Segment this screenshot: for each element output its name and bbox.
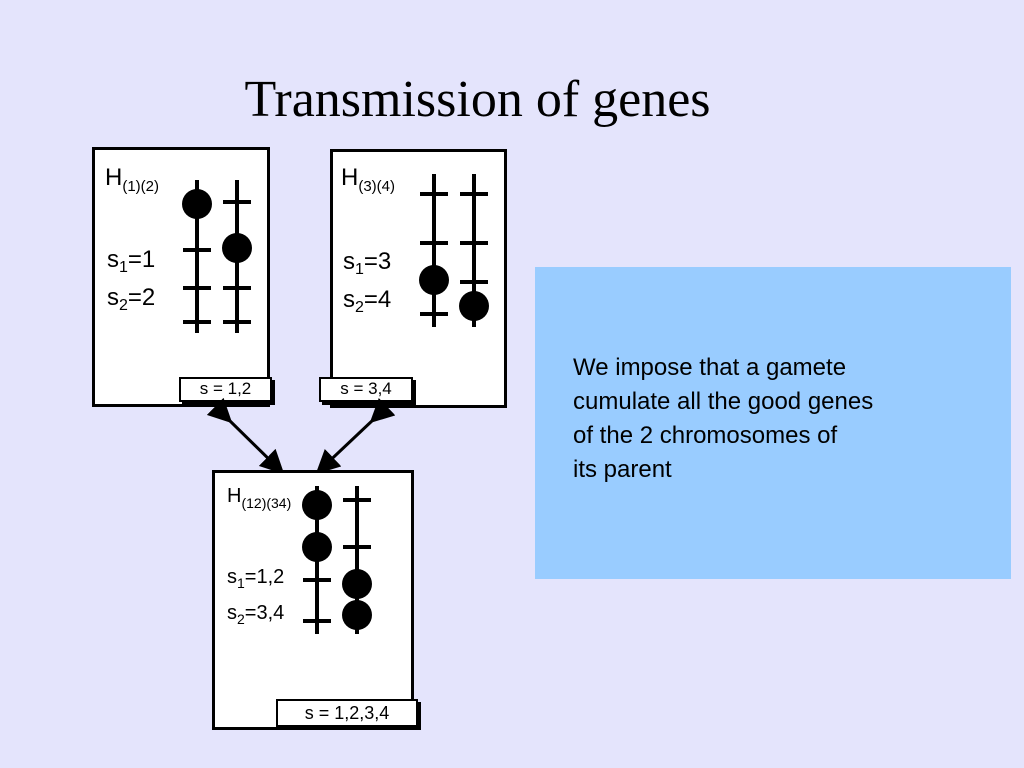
parent1-h: H <box>105 164 123 191</box>
info-line: of the 2 chromosomes of <box>573 422 838 449</box>
parent1-s2-value: =2 <box>127 284 156 311</box>
offspring-gene-dot <box>342 569 372 599</box>
parent1-s2-sub: 2 <box>119 297 128 314</box>
parent1-s1: s1=1 <box>107 248 155 276</box>
offspring-h: H <box>227 485 242 507</box>
parent1-chromosomes <box>182 180 252 333</box>
info-line: cumulate all the good genes <box>573 388 874 415</box>
offspring-s2-prefix: s <box>227 602 237 624</box>
slide-title: Transmission of genes <box>244 71 711 128</box>
parent2-s2: s2=4 <box>343 288 391 316</box>
offspring-s1: s1=1,2 <box>227 567 284 590</box>
parent1-s1-prefix: s <box>107 246 119 273</box>
info-box: We impose that a gamete cumulate all the… <box>535 267 1011 579</box>
parent2-chromosomes <box>419 174 489 327</box>
parent1-s1-sub: 1 <box>119 259 128 276</box>
offspring-chromosomes <box>302 486 372 634</box>
parent2-genotype: H(3)(4) <box>341 164 395 195</box>
arrow-parent2-offspring <box>315 397 396 475</box>
parent2-s1: s1=3 <box>343 250 391 278</box>
parent2-s1-sub: 1 <box>355 261 364 278</box>
parent2-gene-dot <box>419 265 449 295</box>
offspring-label: s = 1,2,3,4 <box>276 699 418 727</box>
arrow-parent1-offspring <box>206 397 285 475</box>
offspring-s1-sub: 1 <box>237 575 245 591</box>
parent1-s2: s2=2 <box>107 286 155 314</box>
parent1-box: H(1)(2) s1=1 s2=2 <box>92 147 270 407</box>
offspring-gene-dot <box>302 490 332 520</box>
offspring-gene-dot <box>342 600 372 630</box>
parent1-s2-prefix: s <box>107 284 119 311</box>
info-text: We impose that a gamete cumulate all the… <box>573 351 993 487</box>
parent2-s2-value: =4 <box>363 286 392 313</box>
info-line: We impose that a gamete <box>573 354 847 381</box>
parent2-s1-prefix: s <box>343 248 355 275</box>
offspring-h-sub: (12)(34) <box>241 495 292 511</box>
parent1-h-sub: (1)(2) <box>122 178 160 195</box>
offspring-s2-value: =3,4 <box>244 602 285 624</box>
parent1-gene-dot <box>222 233 252 263</box>
offspring-gene-dot <box>302 532 332 562</box>
parent2-s2-prefix: s <box>343 286 355 313</box>
parent2-h: H <box>341 164 359 191</box>
parent2-s1-value: =3 <box>363 248 392 275</box>
parent2-h-sub: (3)(4) <box>358 178 396 195</box>
parent1-s1-value: =1 <box>127 246 156 273</box>
offspring-s2: s2=3,4 <box>227 603 284 626</box>
parent2-s2-sub: 2 <box>355 299 364 316</box>
parent1-gene-dot <box>182 189 212 219</box>
offspring-s2-sub: 2 <box>237 611 245 627</box>
parent2-label: s = 3,4 <box>319 377 413 402</box>
parent2-gene-dot <box>459 291 489 321</box>
offspring-genotype: H(12)(34) <box>227 485 291 511</box>
offspring-s1-prefix: s <box>227 566 237 588</box>
parent1-genotype: H(1)(2) <box>105 164 159 195</box>
offspring-s1-value: =1,2 <box>244 566 285 588</box>
info-line: its parent <box>573 456 672 483</box>
